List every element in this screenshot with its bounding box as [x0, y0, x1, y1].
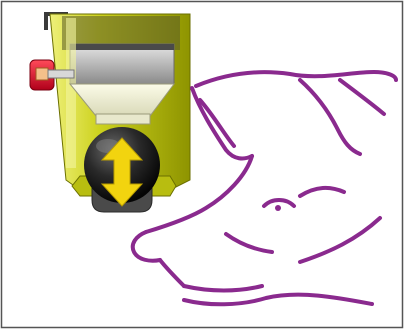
red-knob-icon	[29, 59, 75, 91]
up-down-arrow-icon	[100, 137, 144, 207]
pig-head-icon	[130, 70, 398, 307]
